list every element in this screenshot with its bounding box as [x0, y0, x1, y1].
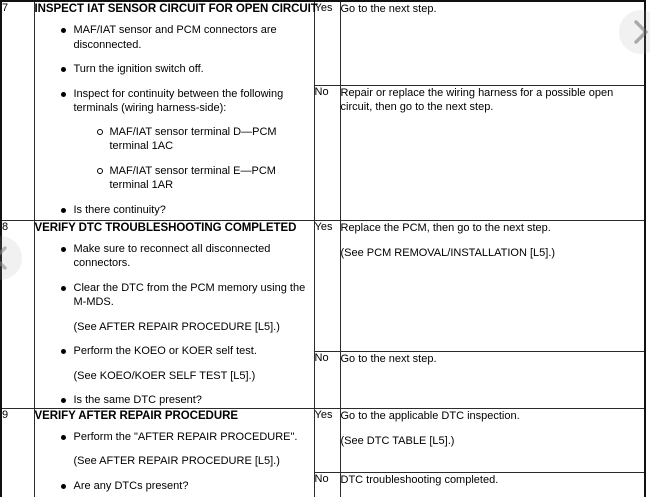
list-item-text: Turn the ignition switch off.	[73, 63, 204, 75]
sub-list-item-text: MAF/IAT sensor terminal E—PCM terminal 1…	[109, 164, 276, 192]
terminal-sublist: MAF/IAT sensor terminal D—PCM terminal 1…	[74, 125, 314, 193]
next-page-button[interactable]	[619, 10, 650, 54]
list-item-text: (See KOEO/KOER SELF TEST [L5].)	[73, 369, 256, 382]
inspection-body-cell: INSPECT IAT SENSOR CIRCUIT FOR OPEN CIRC…	[33, 0, 318, 221]
chevron-right-icon	[631, 19, 650, 45]
list-item: MAF/IAT sensor and PCM connectors are di…	[60, 23, 314, 52]
inspection-body-cell: VERIFY DTC TROUBLESHOOTING COMPLETED Mak…	[33, 219, 315, 409]
action-no-cell: Repair or replace the wiring harness for…	[339, 84, 646, 221]
inspection-body-cell: VERIFY AFTER REPAIR PROCEDURE Perform th…	[33, 407, 315, 497]
step-number-cell: 9	[0, 407, 35, 497]
judgement-no-label: No	[313, 84, 341, 221]
sub-list-item-text: MAF/IAT sensor terminal D—PCM terminal 1…	[109, 125, 277, 153]
list-item: Is the same DTC present?	[60, 393, 314, 408]
step-number-cell: 8	[0, 219, 35, 409]
list-item: Perform the KOEO or KOER self test.	[60, 344, 314, 359]
list-item: Perform the "AFTER REPAIR PROCEDURE".	[60, 430, 314, 445]
judgement-no-label: No	[313, 351, 341, 409]
list-item: Clear the DTC from the PCM memory using …	[60, 281, 314, 310]
list-item: Turn the ignition switch off.	[60, 62, 314, 77]
list-item-text: (See AFTER REPAIR PROCEDURE [L5].)	[73, 320, 280, 333]
judgement-yes-label: Yes	[313, 219, 341, 353]
action-text: Replace the PCM, then go to the next ste…	[340, 221, 551, 234]
inspection-title: VERIFY AFTER REPAIR PROCEDURE	[34, 409, 239, 422]
inspection-steps-list: MAF/IAT sensor and PCM connectors are di…	[35, 23, 314, 217]
table-row: 7 INSPECT IAT SENSOR CIRCUIT FOR OPEN CI…	[0, 0, 646, 221]
action-yes-cell: Go to the next step.	[339, 0, 646, 86]
action-no-cell: DTC troubleshooting completed.	[339, 471, 646, 497]
list-item-text: Clear the DTC from the PCM memory using …	[73, 281, 306, 309]
judgement-yes-label: Yes	[313, 407, 341, 473]
action-text: Go to the applicable DTC inspection.	[340, 409, 520, 422]
sub-list-item: MAF/IAT sensor terminal D—PCM terminal 1…	[96, 125, 314, 154]
table-row: 8 VERIFY DTC TROUBLESHOOTING COMPLETED M…	[0, 219, 646, 409]
table-row: 9 VERIFY AFTER REPAIR PROCEDURE Perform …	[0, 407, 646, 497]
action-text: Repair or replace the wiring harness for…	[340, 86, 614, 113]
action-yes-cell: Replace the PCM, then go to the next ste…	[339, 219, 646, 353]
list-item-text: Is there continuity?	[73, 203, 166, 216]
list-item-text: Inspect for continuity between the follo…	[73, 87, 284, 115]
table-row: No Repair or replace the wiring harness …	[1, 84, 646, 221]
action-text: DTC troubleshooting completed.	[340, 473, 499, 486]
list-item-note: (See AFTER REPAIR PROCEDURE [L5].)	[61, 454, 314, 469]
action-text: Go to the next step.	[340, 353, 437, 366]
action-no-cell: Go to the next step.	[339, 351, 646, 409]
list-item: Make sure to reconnect all disconnected …	[60, 242, 314, 271]
action-text: Go to the next step.	[340, 3, 437, 15]
sub-list-item: MAF/IAT sensor terminal E—PCM terminal 1…	[96, 164, 314, 193]
inspection-steps-list: Perform the "AFTER REPAIR PROCEDURE". (S…	[35, 430, 314, 494]
judgement-yes-label: Yes	[313, 0, 341, 86]
list-item-text: Is the same DTC present?	[73, 394, 202, 406]
list-item-note: (See AFTER REPAIR PROCEDURE [L5].)	[61, 320, 314, 335]
list-item-text: Perform the "AFTER REPAIR PROCEDURE".	[73, 430, 298, 443]
list-item-text: Are any DTCs present?	[73, 479, 189, 492]
previous-page-button[interactable]	[0, 236, 22, 280]
list-item-text: Make sure to reconnect all disconnected …	[73, 242, 271, 270]
action-yes-cell: Go to the applicable DTC inspection. (Se…	[339, 407, 646, 473]
list-item-text: MAF/IAT sensor and PCM connectors are di…	[73, 24, 277, 51]
inspection-title: INSPECT IAT SENSOR CIRCUIT FOR OPEN CIRC…	[34, 3, 318, 15]
table-row: No Go to the next step.	[1, 351, 646, 409]
list-item-text: Perform the KOEO or KOER self test.	[73, 345, 257, 357]
list-item: Is there continuity?	[60, 203, 314, 218]
action-reference: (See DTC TABLE [L5].)	[340, 434, 455, 447]
chevron-left-icon	[0, 245, 10, 271]
table-row: No DTC troubleshooting completed.	[1, 471, 646, 497]
list-item: Are any DTCs present?	[60, 479, 314, 494]
action-reference: (See PCM REMOVAL/INSTALLATION [L5].)	[340, 246, 556, 259]
judgement-no-label: No	[313, 471, 341, 497]
list-item-note: (See KOEO/KOER SELF TEST [L5].)	[61, 369, 314, 384]
list-item: Inspect for continuity between the follo…	[60, 87, 314, 193]
list-item-text: (See AFTER REPAIR PROCEDURE [L5].)	[73, 455, 280, 467]
step-number-cell: 7	[0, 0, 35, 221]
inspection-title: VERIFY DTC TROUBLESHOOTING COMPLETED	[34, 221, 297, 234]
inspection-steps-list: Make sure to reconnect all disconnected …	[35, 242, 314, 408]
